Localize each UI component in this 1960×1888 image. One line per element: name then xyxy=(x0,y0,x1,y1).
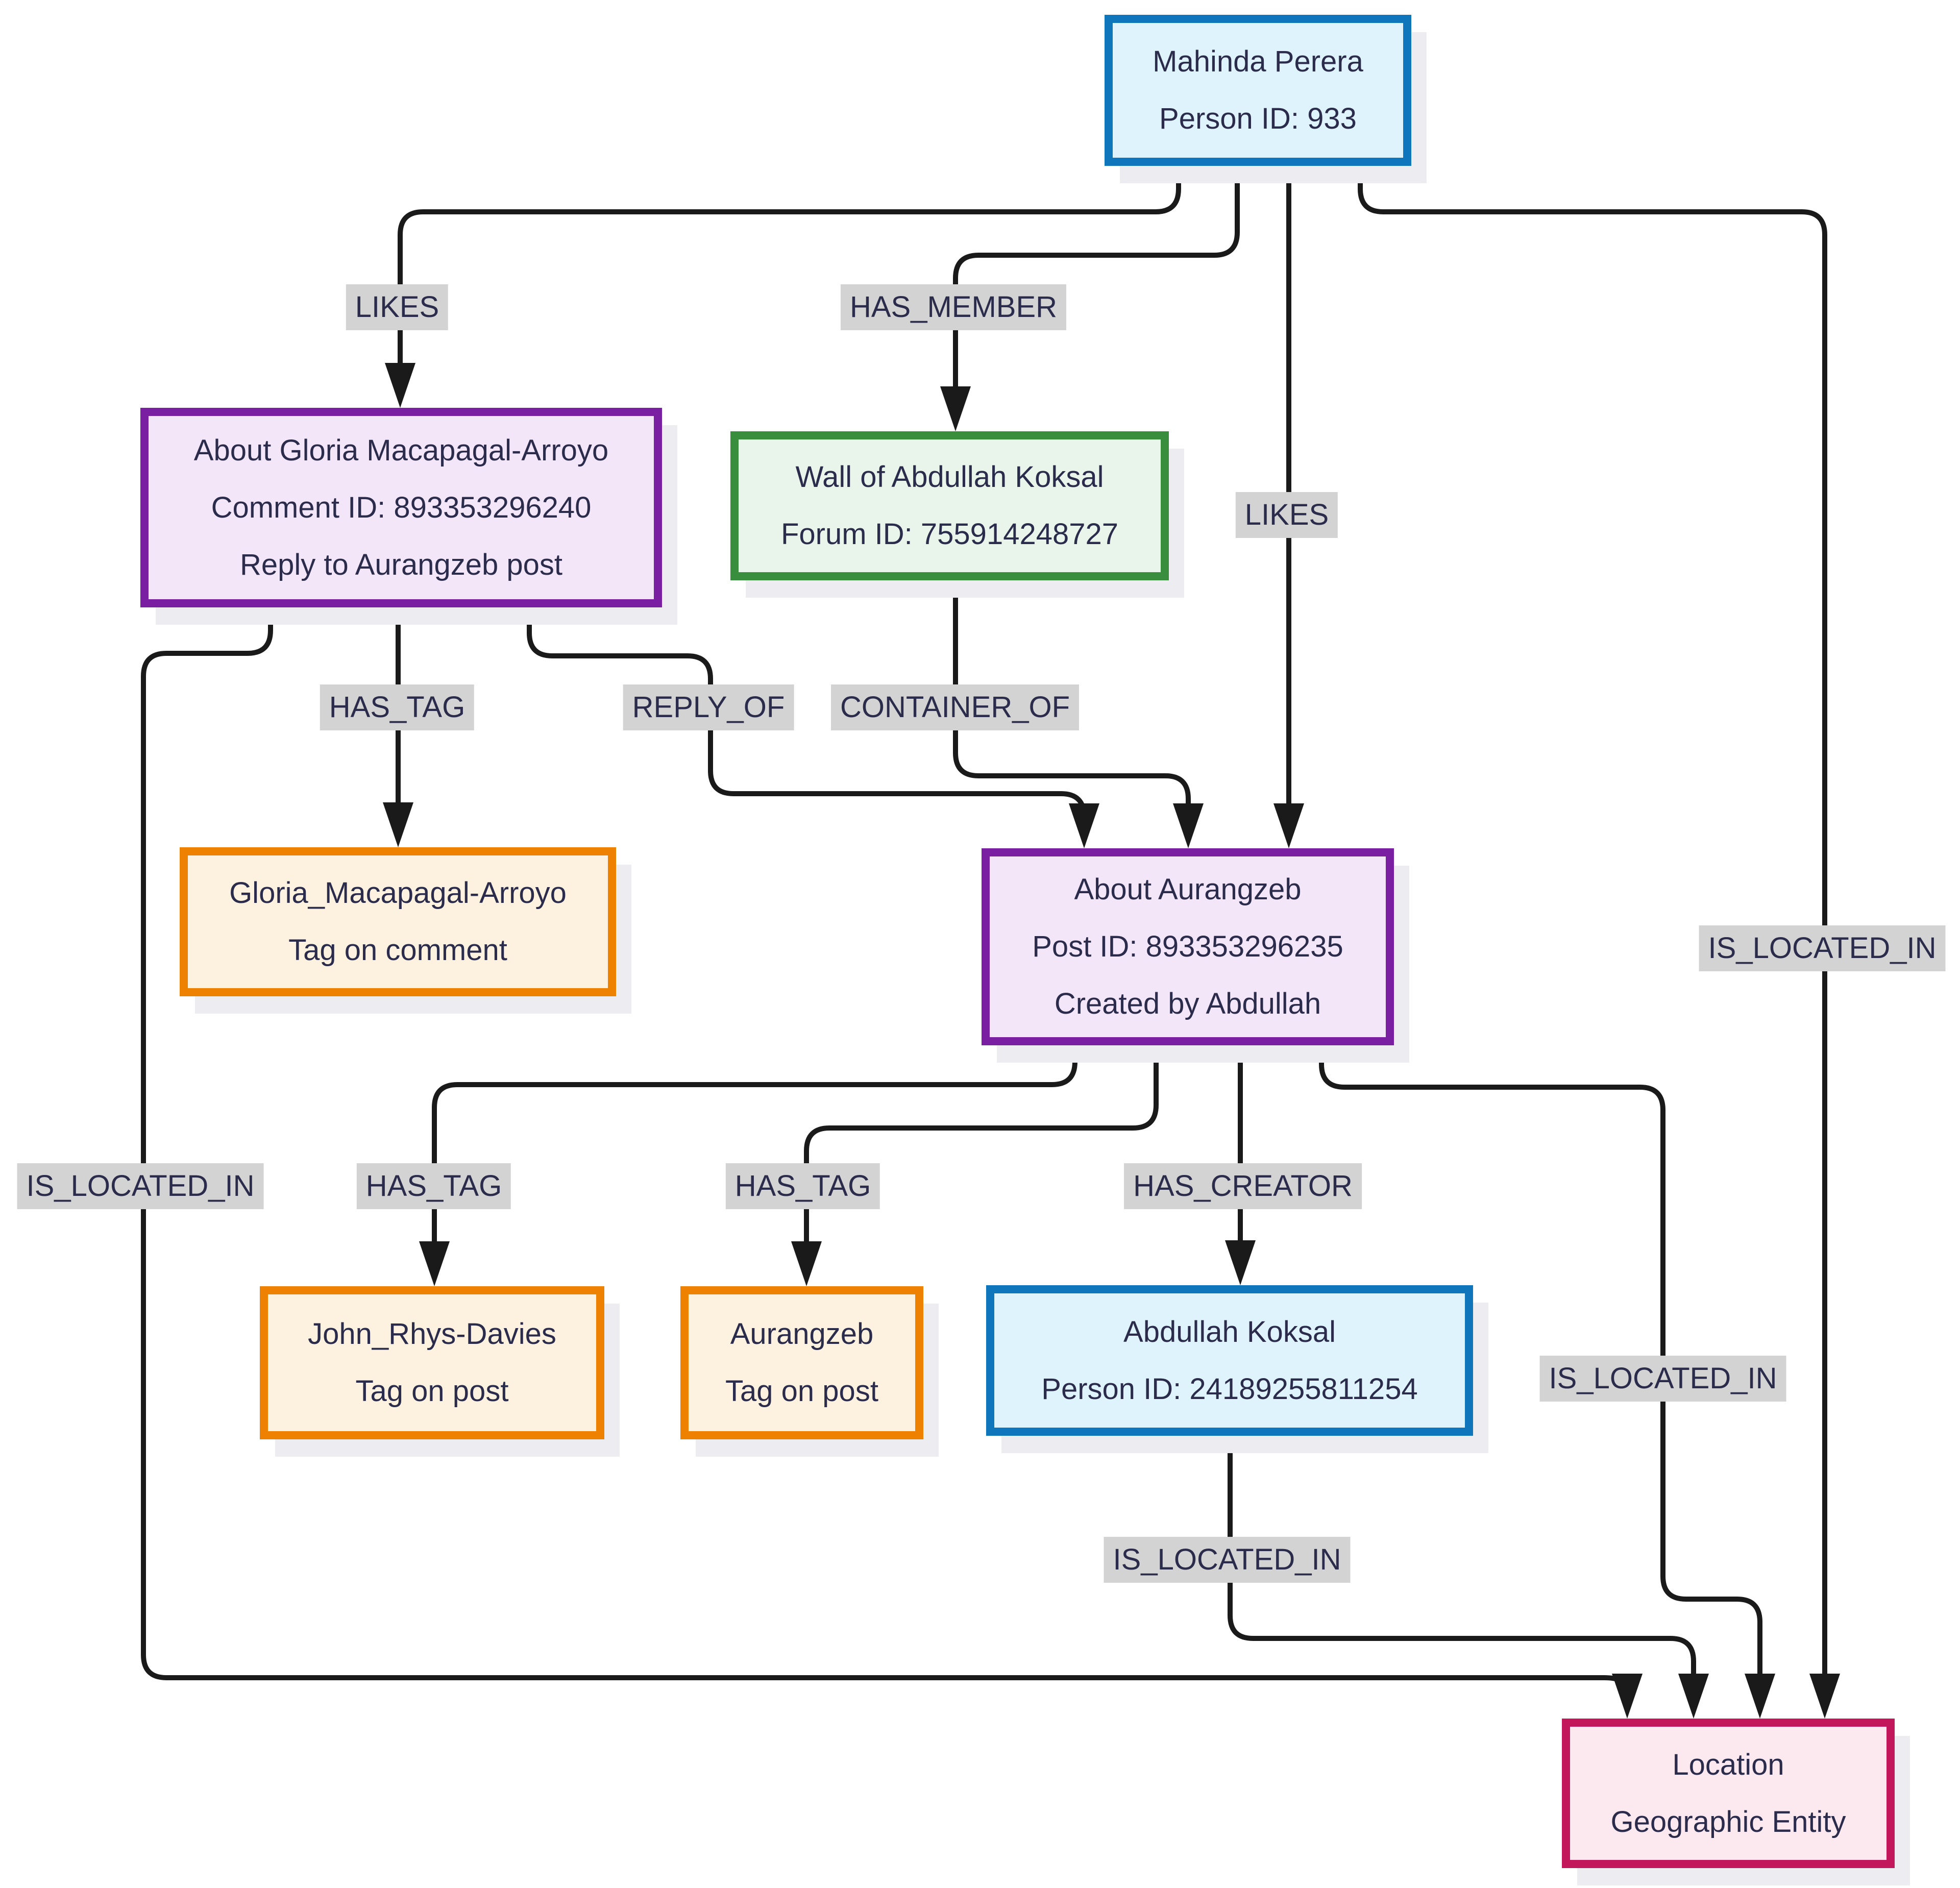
edge-label-has-tag: HAS_TAG xyxy=(725,1163,880,1209)
node-forum-wall: Wall of Abdullah Koksal Forum ID: 755914… xyxy=(730,431,1169,580)
edge-reply-of xyxy=(527,607,1087,817)
edge-label-is-located-in: IS_LOCATED_IN xyxy=(17,1163,264,1209)
node-title: About Gloria Macapagal-Arroyo xyxy=(193,433,609,467)
edge-label-reply-of: REPLY_OF xyxy=(623,684,794,730)
edge-label-is-located-in: IS_LOCATED_IN xyxy=(1539,1356,1786,1402)
edge-is-located-in-comment xyxy=(141,607,1630,1691)
arrowhead-icon xyxy=(1069,803,1099,848)
edge-has-member xyxy=(953,166,1240,388)
node-person-abdullah: Abdullah Koksal Person ID: 2418925581125… xyxy=(986,1285,1473,1436)
node-subtitle: Person ID: 933 xyxy=(1159,102,1357,135)
edge-has-tag-john xyxy=(432,1045,1077,1243)
edge-container-of xyxy=(953,580,1191,817)
arrowhead-icon xyxy=(1225,1240,1256,1285)
arrowhead-icon xyxy=(419,1241,450,1286)
node-tag-john: John_Rhys-Davies Tag on post xyxy=(260,1286,604,1439)
node-subtitle: Post ID: 893353296235 xyxy=(1032,930,1343,963)
edge-label-has-tag: HAS_TAG xyxy=(356,1163,511,1209)
node-title: Wall of Abdullah Koksal xyxy=(795,460,1104,494)
edge-label-likes: LIKES xyxy=(346,284,449,330)
edge-label-has-member: HAS_MEMBER xyxy=(840,284,1067,330)
node-title: Mahinda Perera xyxy=(1153,45,1363,78)
edge-label-has-creator: HAS_CREATOR xyxy=(1124,1163,1362,1209)
node-subtitle: Geographic Entity xyxy=(1610,1805,1846,1838)
edge-has-tag-aurangzeb xyxy=(804,1045,1159,1243)
edge-is-located-in-abdullah xyxy=(1228,1436,1696,1679)
arrowhead-icon xyxy=(1612,1674,1643,1719)
edge-likes-comment xyxy=(398,166,1181,364)
edge-label-container-of: CONTAINER_OF xyxy=(830,684,1080,730)
arrowhead-icon xyxy=(1173,803,1204,848)
arrowhead-icon xyxy=(1809,1674,1840,1719)
edge-label-likes: LIKES xyxy=(1235,492,1338,538)
node-tag-gloria: Gloria_Macapagal-Arroyo Tag on comment xyxy=(180,847,616,996)
arrowhead-icon xyxy=(1273,803,1304,848)
node-subtitle: Forum ID: 755914248727 xyxy=(781,518,1118,551)
edge-is-located-in-person xyxy=(1358,166,1827,1675)
node-subtitle: Tag on post xyxy=(355,1375,509,1408)
node-person-mahinda: Mahinda Perera Person ID: 933 xyxy=(1105,15,1411,166)
arrowhead-icon xyxy=(1678,1674,1709,1719)
edge-label-has-tag: HAS_TAG xyxy=(320,684,475,730)
node-subtitle: Tag on comment xyxy=(288,934,507,967)
node-location: Location Geographic Entity xyxy=(1562,1719,1895,1868)
node-post-aurangzeb: About Aurangzeb Post ID: 893353296235 Cr… xyxy=(982,848,1394,1045)
arrowhead-icon xyxy=(1745,1674,1775,1719)
node-subtitle: Comment ID: 893353296240 xyxy=(211,491,592,524)
edge-label-is-located-in: IS_LOCATED_IN xyxy=(1104,1537,1351,1583)
node-detail: Reply to Aurangzeb post xyxy=(240,548,562,581)
node-title: Abdullah Koksal xyxy=(1123,1315,1336,1348)
node-title: Aurangzeb xyxy=(730,1317,874,1351)
node-title: John_Rhys-Davies xyxy=(308,1317,556,1351)
node-title: About Aurangzeb xyxy=(1074,873,1302,906)
node-comment-gloria: About Gloria Macapagal-Arroyo Comment ID… xyxy=(140,408,662,607)
arrowhead-icon xyxy=(940,386,971,431)
arrowhead-icon xyxy=(385,363,415,408)
node-tag-aurangzeb: Aurangzeb Tag on post xyxy=(680,1286,923,1439)
node-detail: Created by Abdullah xyxy=(1054,987,1321,1020)
node-subtitle: Tag on post xyxy=(725,1375,878,1408)
node-title: Location xyxy=(1672,1748,1784,1781)
edge-label-is-located-in: IS_LOCATED_IN xyxy=(1699,925,1946,971)
node-title: Gloria_Macapagal-Arroyo xyxy=(229,876,567,910)
node-subtitle: Person ID: 24189255811254 xyxy=(1041,1372,1418,1406)
arrowhead-icon xyxy=(383,802,413,847)
arrowhead-icon xyxy=(791,1241,822,1286)
edge-is-located-in-post xyxy=(1319,1045,1762,1675)
